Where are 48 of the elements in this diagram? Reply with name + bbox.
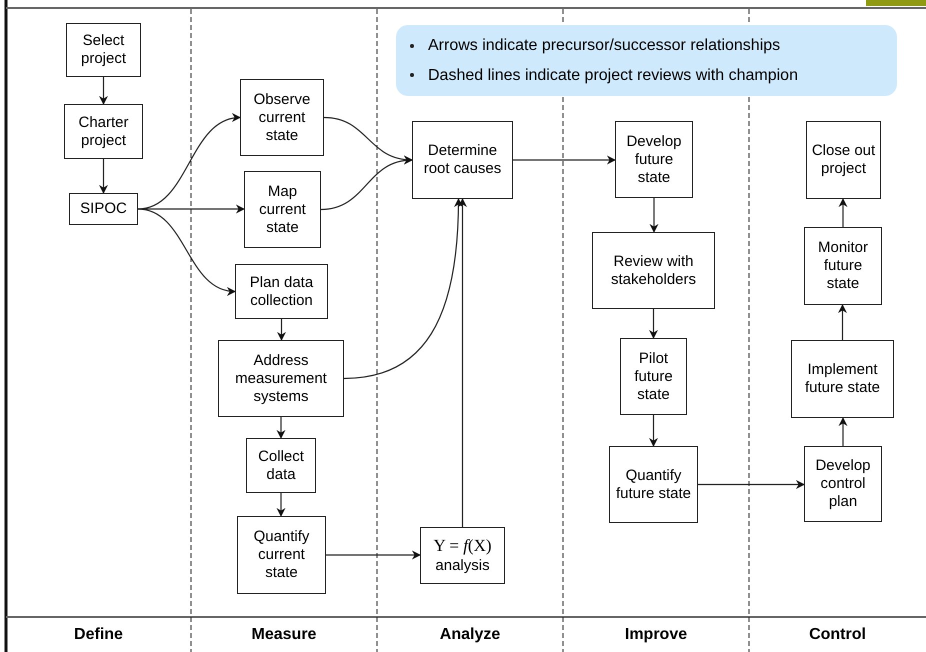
arrow <box>838 304 847 340</box>
process-box: Quantify current state <box>237 516 326 594</box>
phase-label: Define <box>73 625 124 645</box>
node-text: analysis <box>435 556 490 575</box>
process-box: Address measurement systems <box>218 340 344 417</box>
arrow <box>458 198 467 527</box>
process-box: Implement future state <box>791 340 894 418</box>
arrow <box>99 159 108 194</box>
process-box: Determine root causes <box>412 121 513 199</box>
arrow <box>513 156 616 164</box>
arrow <box>276 493 286 517</box>
process-box: Pilot future state <box>620 338 687 415</box>
process-box: Quantify future state <box>609 446 698 523</box>
process-box: Plan data collection <box>235 264 328 319</box>
arrow <box>344 198 463 380</box>
process-box: Collect data <box>246 438 316 493</box>
process-box <box>420 527 505 584</box>
process-box: Observe current state <box>240 79 324 156</box>
phase-label: Improve <box>624 625 688 645</box>
phase-label: Analyze <box>438 625 502 645</box>
arrow <box>138 208 236 295</box>
arrow <box>326 550 421 560</box>
arrow <box>277 319 286 341</box>
process-box: Close out project <box>806 121 881 199</box>
formula-text: Y = f(X) <box>433 536 492 557</box>
arrow <box>138 114 241 210</box>
arrow <box>650 198 658 233</box>
arrow <box>649 415 658 447</box>
note-text: Arrows indicate precursor/successor relationships <box>428 36 780 56</box>
process-box: Charter project <box>64 104 143 159</box>
note-box <box>396 25 897 96</box>
process-box: SIPOC <box>69 193 138 225</box>
process-box: Develop control plan <box>804 446 882 522</box>
phase-label: Measure <box>250 625 318 645</box>
note-text: Dashed lines indicate project reviews with champion <box>428 66 798 85</box>
arrow <box>276 417 286 439</box>
arrow <box>99 77 108 105</box>
arrow <box>320 156 413 210</box>
phase-label: Control <box>808 625 867 645</box>
process-box: Select project <box>66 23 141 77</box>
process-box: Review with stakeholders <box>592 232 715 309</box>
arrow <box>838 198 848 227</box>
arrow <box>649 309 658 339</box>
arrow <box>698 480 805 489</box>
arrow <box>838 417 848 446</box>
process-box: Map current state <box>244 171 321 248</box>
process-box: Monitor future state <box>804 227 882 305</box>
process-box: Develop future state <box>615 121 693 198</box>
